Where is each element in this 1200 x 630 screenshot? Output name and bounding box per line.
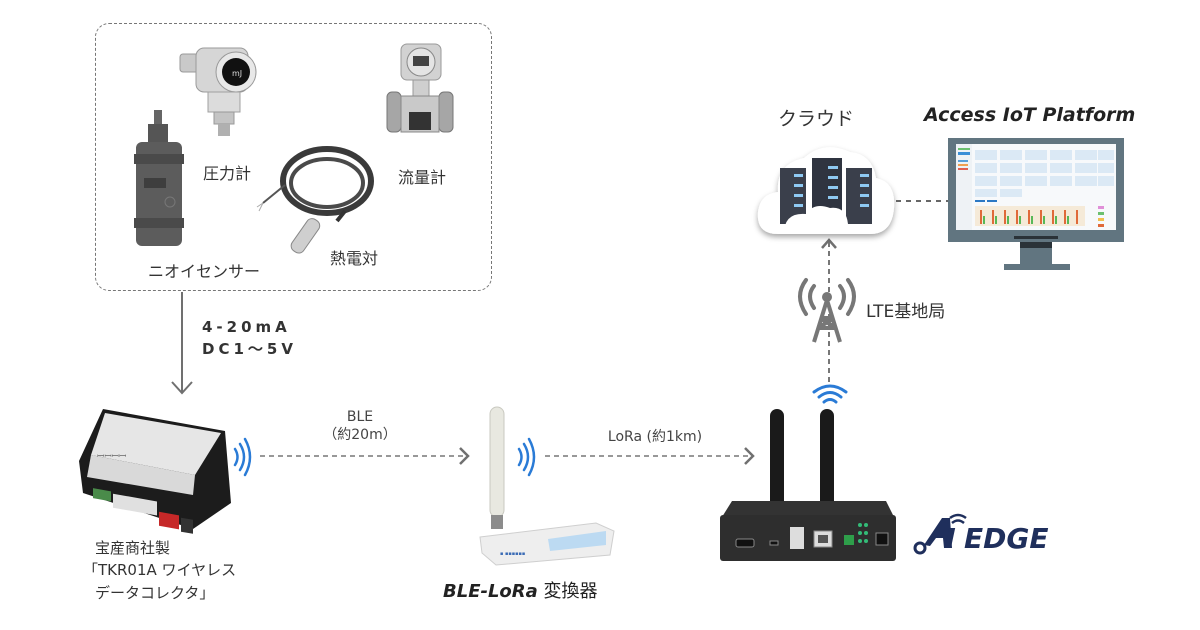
converter-title-bold: BLE-LoRa	[443, 581, 538, 602]
flow-meter-label: 流量計	[398, 168, 447, 187]
sensor-group-box	[95, 23, 492, 291]
gateway-to-lte-link	[821, 238, 837, 382]
platform-monitor-image	[948, 138, 1124, 270]
svg-text:▪ ▪▪▪▪▪▪: ▪ ▪▪▪▪▪▪	[500, 551, 525, 557]
converter-title: BLE-LoRa 変換器	[443, 577, 598, 603]
ble-link-arrow	[260, 447, 470, 465]
signal-type-line2: DC1～5V	[202, 340, 297, 358]
lora-link-arrow	[545, 447, 755, 465]
aiedge-gateway-image	[720, 409, 896, 561]
odor-sensor-label: ニオイセンサー	[148, 262, 261, 281]
ble-lora-converter-image: ▪ ▪▪▪▪▪▪	[479, 406, 615, 566]
ble-range: （約20m）	[323, 427, 397, 443]
svg-text:ꟷꟷꟷꟷ: ꟷꟷꟷꟷ	[97, 452, 126, 462]
down-arrow-icon	[171, 292, 193, 395]
lte-tower-icon	[798, 278, 856, 343]
cloud-server-icon	[757, 147, 895, 234]
thermocouple-label: 熱電対	[330, 249, 379, 268]
flow-meter-image	[386, 43, 454, 133]
ble-link-label: BLE （約20m）	[300, 408, 420, 444]
ble-protocol: BLE	[346, 409, 374, 425]
platform-title: Access IoT Platform	[924, 104, 1136, 126]
collector-name-line2: データコレクタ」	[95, 584, 215, 602]
lte-label: LTE基地局	[866, 302, 946, 322]
data-collector-image: ꟷꟷꟷꟷ	[79, 409, 231, 534]
aiedge-logo-text: EDGE	[964, 522, 1048, 555]
thermocouple-image	[256, 146, 374, 254]
lte-signal-icon	[812, 384, 848, 404]
cloud-label: クラウド	[778, 108, 855, 130]
aiedge-logo: EDGE	[913, 513, 1048, 555]
odor-sensor-image	[134, 110, 184, 246]
svg-text:mJ: mJ	[232, 69, 242, 78]
pressure-gauge-image: mJ	[179, 47, 257, 136]
collector-maker-label: 宝産商社製	[95, 539, 171, 557]
signal-type-line1: 4-20mA	[202, 318, 291, 336]
cloud-to-platform-link	[896, 200, 948, 202]
collector-name-line1: 「TKR01A ワイヤレス	[83, 561, 237, 579]
pressure-gauge-label: 圧力計	[203, 164, 252, 183]
lora-link-label: LoRa (約1km)	[607, 429, 703, 445]
wireless-signal-icon	[233, 437, 252, 477]
converter-title-rest: 変換器	[537, 581, 598, 602]
wireless-signal-icon	[517, 437, 536, 477]
